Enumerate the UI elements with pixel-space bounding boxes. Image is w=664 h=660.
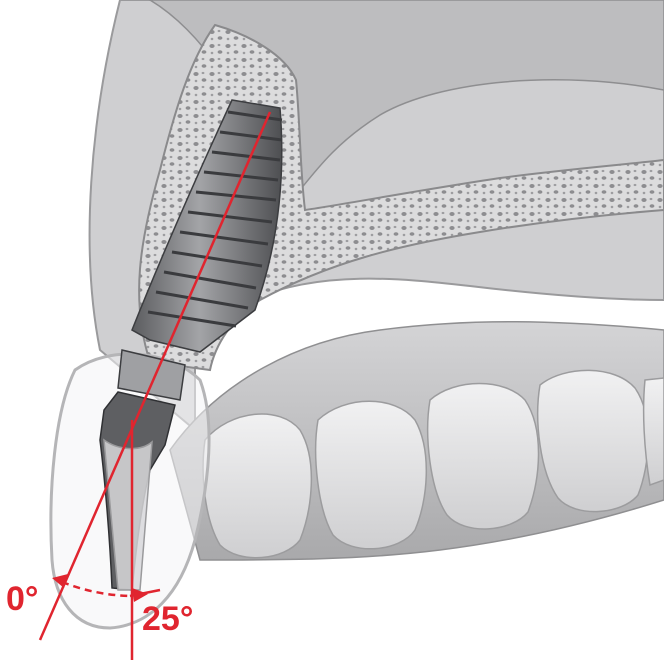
tooth-premolar-2: [538, 370, 648, 511]
angle-tilt-label: 25°: [142, 602, 193, 636]
angle-zero-label: 0°: [6, 582, 39, 616]
tooth-canine: [316, 401, 427, 549]
tooth-lateral-incisor: [203, 414, 311, 558]
tooth-premolar-1: [428, 384, 539, 529]
